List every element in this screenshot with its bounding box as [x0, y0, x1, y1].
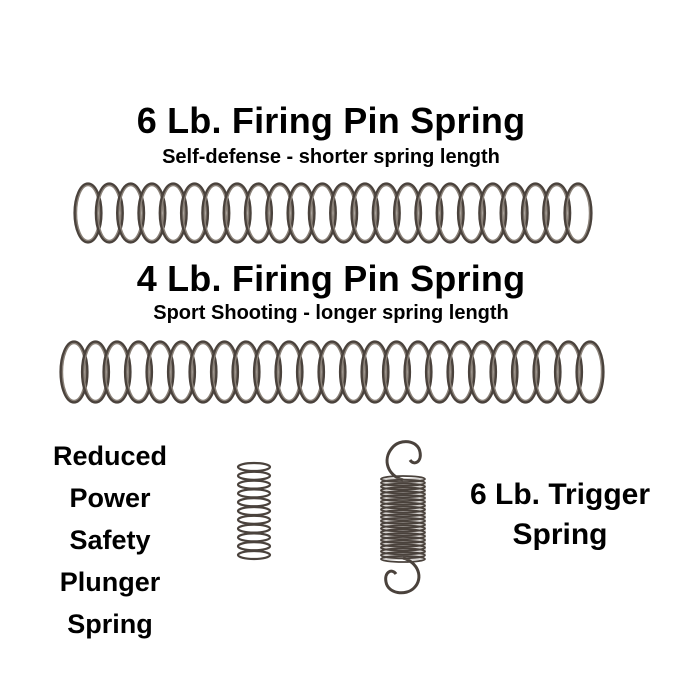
safety-plunger-spring-image [236, 461, 272, 561]
trigger-spring-label: 6 Lb. Trigger Spring [469, 478, 651, 551]
firing-pin-4lb-title: 4 Lb. Firing Pin Spring [136, 258, 526, 299]
firing-pin-4lb-subtitle: Sport Shooting - longer spring length [153, 302, 509, 324]
safety-plunger-spring-label: Reduced Power Safety Plunger Spring [52, 441, 168, 639]
firing-pin-6lb-title: 6 Lb. Firing Pin Spring [136, 100, 526, 141]
trigger-spring-image [380, 440, 426, 595]
firing-pin-spring-6lb-image [73, 182, 593, 244]
firing-pin-6lb-subtitle: Self-defense - shorter spring length [162, 146, 500, 168]
firing-pin-spring-4lb-image [59, 340, 605, 404]
